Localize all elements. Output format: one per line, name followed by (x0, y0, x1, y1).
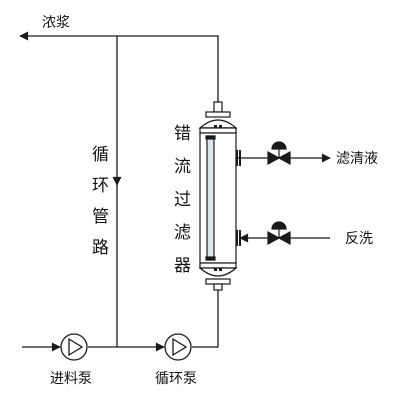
valve-icon (267, 229, 291, 246)
actuator-icon (271, 141, 287, 150)
circulation-pipe-char: 路 (92, 238, 109, 258)
filter-label-char: 流 (174, 157, 191, 177)
filter-label-char: 错 (174, 124, 191, 144)
filter-vessel-icon (198, 101, 238, 291)
filter-label-char: 过 (174, 190, 191, 210)
pipe-network (19, 31, 331, 352)
circulation-pump-label: 循环泵 (155, 371, 197, 387)
actuator-icon (271, 221, 287, 230)
flange-icon (214, 125, 241, 271)
filter-label-char: 滤 (174, 223, 191, 243)
filter-label-char: 器 (174, 256, 191, 276)
feed-pump-label: 进料泵 (50, 371, 92, 387)
circ-to-filter-pipe (192, 288, 219, 348)
slurry-label: 浓浆 (42, 15, 70, 31)
slurry-pipe (19, 31, 219, 103)
backwash-label: 反洗 (345, 231, 373, 247)
circulation-pipe-char: 管 (92, 207, 109, 227)
pump-icon (60, 333, 88, 361)
filter-label: 错 流 过 滤 器 (174, 124, 191, 276)
circulation-pipe-char: 循 (92, 145, 109, 165)
valve-icon (267, 149, 291, 166)
filtrate-label: 滤清液 (336, 151, 378, 167)
circulation-pipe-label: 循 环 管 路 (92, 145, 109, 258)
circulation-pipe-char: 环 (92, 176, 109, 196)
pump-icon (164, 333, 192, 361)
